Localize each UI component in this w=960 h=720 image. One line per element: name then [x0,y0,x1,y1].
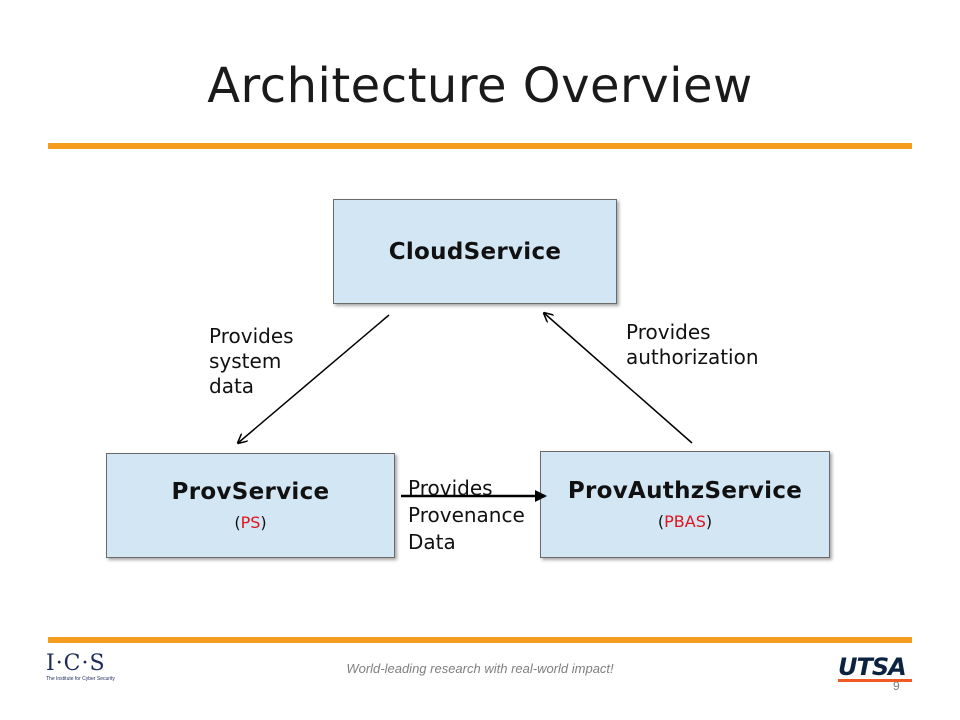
slide-title: Architecture Overview [207,58,753,114]
footer-tagline: World-leading research with real-world i… [346,661,614,676]
edge-label-provenance-data: Provides Provenance Data [408,476,525,554]
provservice-title: ProvService [171,479,330,505]
cloudservice-title: CloudService [388,238,562,265]
provauthzservice-abbr-text: PBAS [664,512,706,531]
page-number: 9 [893,679,900,693]
ics-logo: I·C·S The Institute for Cyber Security [46,651,115,683]
provauthzservice-abbreviation: (PBAS) [657,512,713,531]
utsa-logo: UTSA [838,653,912,682]
footer-divider [48,637,912,643]
arrow-cloud-to-prov [238,314,390,443]
edge-label-system-data: Provides system data [209,324,294,398]
provauthzservice-box: ProvAuthzService (PBAS) [540,451,830,558]
title-divider [48,143,912,149]
provservice-abbreviation: (PS) [234,513,267,532]
provservice-abbr-text: PS [240,513,261,532]
arrow-authz-to-cloud [544,313,693,444]
cloudservice-box: CloudService [333,199,617,304]
provservice-box: ProvService (PS) [106,453,395,558]
edge-label-authorization: Provides authorization [626,320,759,369]
provauthzservice-title: ProvAuthzService [567,478,803,504]
